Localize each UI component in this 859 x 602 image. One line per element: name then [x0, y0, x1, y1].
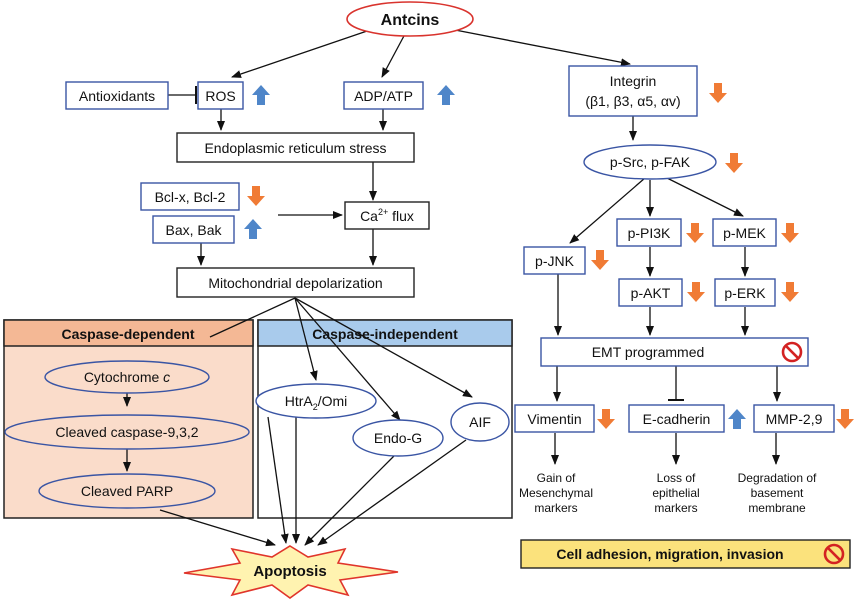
- ros-up-arrow-icon: [252, 85, 270, 105]
- perk-label: p-ERK: [724, 285, 766, 301]
- ros-node: ROS: [197, 81, 244, 110]
- htra2-omi-node: HtrA2/Omi: [255, 383, 377, 419]
- degradation-line-3: membrane: [748, 501, 806, 515]
- htra-base: HtrA: [285, 393, 314, 409]
- er-stress-node: Endoplasmic reticulum stress: [176, 132, 415, 163]
- adp-atp-node: ADP/ATP: [343, 81, 424, 110]
- pakt-label: p-AKT: [631, 285, 671, 301]
- loss-line-3: markers: [654, 501, 697, 515]
- htra-tail: /Omi: [318, 393, 348, 409]
- pjnk-down-arrow-icon: [591, 250, 609, 270]
- pjnk-label: p-JNK: [535, 253, 575, 269]
- antioxidants-node: Antioxidants: [65, 81, 169, 110]
- gain-outcome: Gain of Mesenchymal markers: [519, 471, 593, 515]
- banner-label: Cell adhesion, migration, invasion: [556, 546, 783, 562]
- endo-g-label: Endo-G: [374, 430, 422, 446]
- mmp-label: MMP-2,9: [766, 411, 823, 427]
- ca-flux-label: Ca2+ flux: [360, 207, 414, 224]
- aif-label: AIF: [469, 414, 491, 430]
- bax-up-arrow-icon: [244, 219, 262, 239]
- psrc-label: p-Src, p-FAK: [610, 154, 691, 170]
- ca-superscript: 2+: [378, 207, 388, 217]
- pmek-down-arrow-icon: [781, 223, 799, 243]
- cytochrome-italic: c: [163, 369, 170, 385]
- bcl-down-arrow-icon: [247, 186, 265, 206]
- caspase-dependent-label: Caspase-dependent: [61, 326, 194, 342]
- ca-flux-node: Ca2+ flux: [344, 201, 430, 230]
- gain-line-2: Mesenchymal: [519, 486, 593, 500]
- mito-node: Mitochondrial depolarization: [176, 267, 415, 298]
- degradation-line-2: basement: [751, 486, 804, 500]
- mmp-down-arrow-icon: [836, 409, 854, 429]
- cleaved-parp-label: Cleaved PARP: [81, 483, 173, 499]
- htra-subscript: 2: [313, 402, 318, 412]
- pjnk-node: p-JNK: [523, 246, 586, 275]
- apoptosis-node: Apoptosis: [183, 545, 399, 599]
- psrc-down-arrow-icon: [725, 153, 743, 173]
- emt-node: EMT programmed: [540, 337, 809, 367]
- loss-line-1: Loss of: [657, 471, 696, 485]
- adp-atp-up-arrow-icon: [437, 85, 455, 105]
- connectors: [123, 28, 781, 547]
- integrin-label-line1: Integrin: [610, 73, 657, 89]
- pakt-node: p-AKT: [618, 278, 683, 307]
- bcl-label: Bcl-x, Bcl-2: [155, 189, 226, 205]
- cytochrome-c-label: Cytochrome c: [84, 369, 170, 385]
- integrin-down-arrow-icon: [709, 83, 727, 103]
- antcins-label: Antcins: [381, 12, 440, 29]
- endo-g-node: Endo-G: [352, 419, 444, 457]
- bcl-node: Bcl-x, Bcl-2: [140, 182, 240, 211]
- ecadherin-label: E-cadherin: [643, 411, 711, 427]
- integrin-node: Integrin (β1, β3, α5, αv): [568, 65, 698, 117]
- ecadherin-up-arrow-icon: [728, 409, 746, 429]
- cleaved-caspase-node: Cleaved caspase-9,3,2: [4, 414, 250, 450]
- htra2-omi-label: HtrA2/Omi: [285, 393, 348, 412]
- perk-node: p-ERK: [714, 278, 776, 307]
- vimentin-label: Vimentin: [527, 411, 581, 427]
- vimentin-down-arrow-icon: [597, 409, 615, 429]
- ecadherin-node: E-cadherin: [628, 404, 725, 433]
- ca-base: Ca: [360, 208, 378, 224]
- degradation-line-1: Degradation of: [738, 471, 817, 485]
- cell-adhesion-banner: Cell adhesion, migration, invasion: [520, 539, 851, 569]
- antioxidants-label: Antioxidants: [79, 88, 155, 104]
- perk-down-arrow-icon: [781, 282, 799, 302]
- ca-tail: flux: [388, 208, 414, 224]
- integrin-label-line2: (β1, β3, α5, αv): [585, 93, 680, 109]
- mmp-node: MMP-2,9: [753, 404, 835, 433]
- cytochrome-c-node: Cytochrome c: [44, 360, 210, 394]
- cleaved-parp-node: Cleaved PARP: [38, 473, 216, 509]
- psrc-node: p-Src, p-FAK: [583, 144, 717, 180]
- loss-outcome: Loss of epithelial markers: [652, 471, 699, 515]
- caspase-independent-label: Caspase-independent: [312, 326, 458, 342]
- gain-line-3: markers: [534, 501, 577, 515]
- aif-node: AIF: [450, 402, 510, 442]
- mito-label: Mitochondrial depolarization: [208, 275, 382, 291]
- degradation-outcome: Degradation of basement membrane: [738, 471, 817, 515]
- bax-label: Bax, Bak: [165, 222, 222, 238]
- cytochrome-base: Cytochrome: [84, 369, 163, 385]
- pmek-label: p-MEK: [723, 225, 766, 241]
- loss-line-2: epithelial: [652, 486, 699, 500]
- vimentin-node: Vimentin: [514, 404, 595, 433]
- gain-line-1: Gain of: [537, 471, 576, 485]
- adp-atp-label: ADP/ATP: [354, 88, 413, 104]
- cleaved-caspase-label: Cleaved caspase-9,3,2: [55, 424, 198, 440]
- pi3k-down-arrow-icon: [686, 223, 704, 243]
- emt-label: EMT programmed: [592, 344, 705, 360]
- antcins-node: Antcins: [346, 1, 474, 37]
- pmek-node: p-MEK: [712, 218, 777, 247]
- pi3k-label: p-PI3K: [628, 225, 671, 241]
- pakt-down-arrow-icon: [687, 282, 705, 302]
- bax-node: Bax, Bak: [152, 215, 235, 244]
- ros-label: ROS: [205, 88, 235, 104]
- er-stress-label: Endoplasmic reticulum stress: [204, 140, 386, 156]
- pi3k-node: p-PI3K: [616, 218, 682, 247]
- apoptosis-label: Apoptosis: [253, 563, 326, 580]
